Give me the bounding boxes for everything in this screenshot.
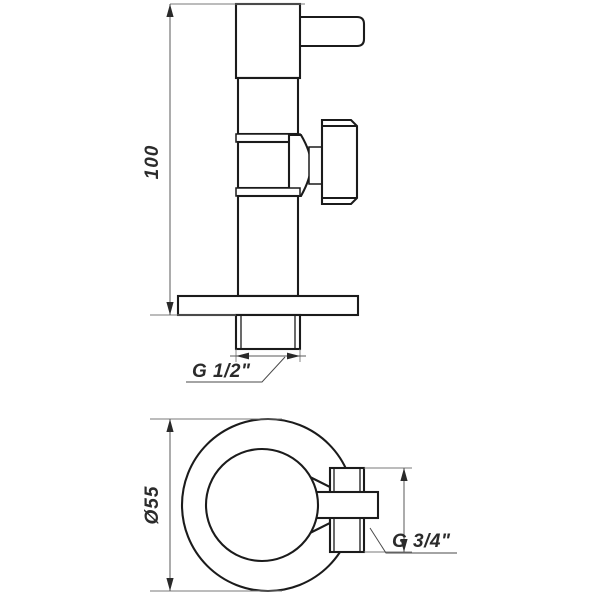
handle-hub xyxy=(234,2,302,80)
arrow-down-icon xyxy=(166,302,174,315)
arrow-up-icon xyxy=(166,4,174,17)
plan-view: Ø55 G 3/4" xyxy=(142,417,457,593)
bonnet-cylinder xyxy=(236,76,300,136)
arrow-left-icon xyxy=(287,352,300,360)
inlet-thread-inner-lines xyxy=(240,315,296,349)
arrow-up-icon xyxy=(166,419,174,432)
dimension-flange-diameter: Ø55 xyxy=(142,418,282,592)
dimension-label-height: 100 xyxy=(142,145,163,180)
inlet-nipple-outer xyxy=(234,313,302,351)
outlet-leader-line xyxy=(369,527,457,554)
arrow-down-icon xyxy=(166,578,174,591)
dimension-label-inlet-thread: G 1/2" xyxy=(192,361,251,382)
lower-stem-cylinder xyxy=(236,194,300,298)
spindle-head-block xyxy=(320,118,359,206)
body-collar-lower xyxy=(235,187,301,197)
dimension-height-100: 100 xyxy=(142,3,305,316)
flange-plate xyxy=(176,294,360,317)
inlet-leader-line xyxy=(186,356,286,383)
dimension-label-outlet-thread: G 3/4" xyxy=(392,531,451,552)
outlet-neck xyxy=(308,146,324,185)
dimension-inlet-thread: G 1/2" xyxy=(186,349,306,383)
arrow-down-icon xyxy=(400,539,408,552)
lower-stem xyxy=(236,194,300,298)
dimension-outlet-thread: G 3/4" xyxy=(364,467,457,554)
spindle-head-edges xyxy=(322,124,357,200)
bonnet-section xyxy=(236,76,300,136)
side-outlet-boss xyxy=(287,133,324,198)
front-elevation-view: 100 G 1/2" xyxy=(142,2,366,383)
inlet-thread-nipple xyxy=(234,313,302,351)
side-spindle-head xyxy=(320,118,359,206)
outlet-boss-taper xyxy=(287,133,313,198)
handle-hub-body xyxy=(234,2,302,80)
escutcheon-flange xyxy=(176,294,360,317)
arrow-up-icon xyxy=(400,468,408,481)
dimension-label-flange-diameter: Ø55 xyxy=(142,486,163,525)
arrow-right-icon xyxy=(236,352,249,360)
valve-hub-circle xyxy=(204,447,320,563)
collar-ring-lower xyxy=(235,187,301,197)
